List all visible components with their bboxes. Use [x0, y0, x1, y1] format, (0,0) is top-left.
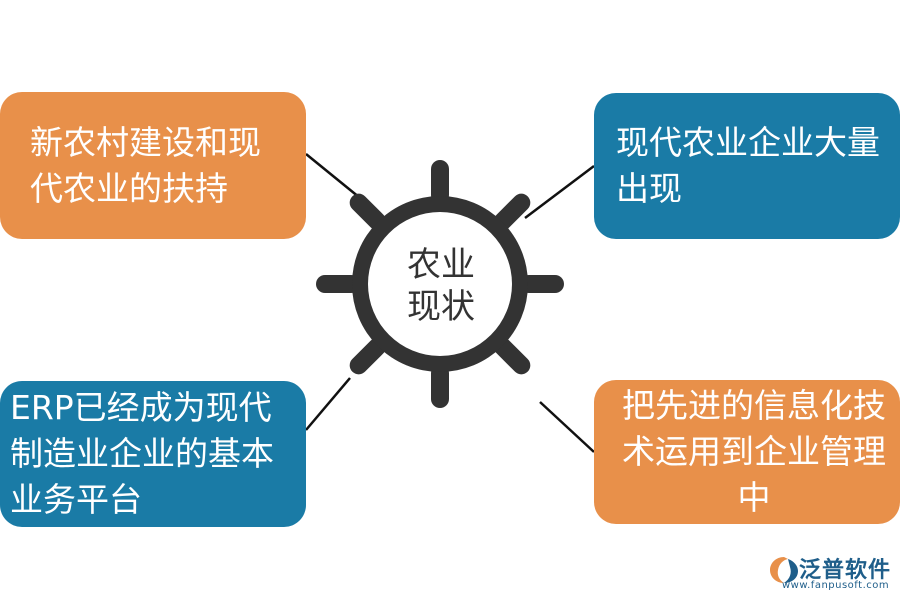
brand-logo-url: www.fanpusoft.com: [782, 580, 890, 591]
gear-tooth: [520, 275, 564, 293]
box-bottom-left: ERP已经成为现代制造业企业的基本业务平台: [0, 381, 306, 527]
connector-top-right: [524, 165, 595, 219]
connector-top-left: [305, 153, 366, 203]
connector-bottom-left: [305, 377, 351, 431]
brand-logo: [762, 550, 898, 598]
gear-tooth: [349, 337, 387, 375]
box-bottom-right-text: 把先进的信息化技术运用到企业管理中: [622, 386, 886, 517]
gear-tooth: [431, 160, 449, 204]
box-top-left: 新农村建设和现代农业的扶持: [0, 92, 306, 239]
connector-bottom-right: [539, 401, 595, 453]
box-top-right-text: 现代农业企业大量出现: [616, 123, 880, 208]
brand-logo-name: 泛普软件: [799, 558, 892, 583]
gear-icon: [312, 156, 568, 412]
box-top-right: 现代农业企业大量出现: [594, 93, 900, 239]
gear-center: [368, 212, 512, 356]
center-label: 农业现状: [407, 245, 475, 327]
box-bottom-right: 把先进的信息化技术运用到企业管理中: [594, 380, 900, 524]
gear-tooth: [431, 364, 449, 408]
gear-tooth: [493, 193, 531, 231]
gear-tooth: [349, 193, 387, 231]
box-bottom-left-text: ERP已经成为现代制造业企业的基本业务平台: [10, 388, 274, 519]
brand-logo-icon: [770, 557, 798, 583]
gear-tooth: [493, 337, 531, 375]
gear-tooth: [316, 275, 360, 293]
box-top-left-text: 新农村建设和现代农业的扶持: [30, 122, 261, 208]
